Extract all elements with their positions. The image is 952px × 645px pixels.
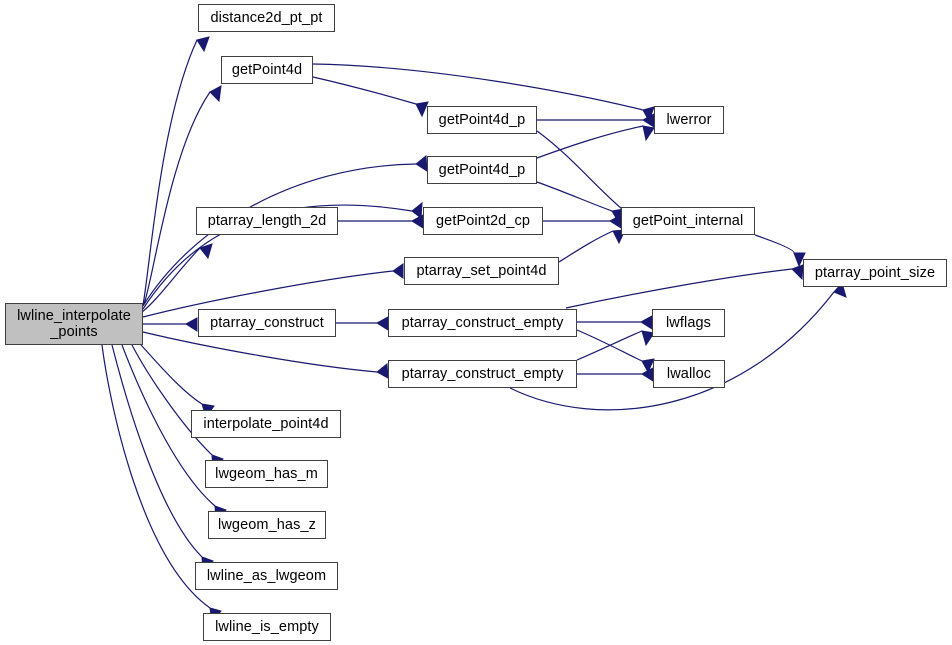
edge-ptarray_set_point4d-to-getPoint_internal: [558, 229, 626, 263]
arrowhead-icon: [791, 264, 804, 281]
arrowhead-icon: [642, 106, 655, 123]
node-label: ptarray_set_point4d: [416, 262, 547, 279]
node-distance2d_pt_pt[interactable]: distance2d_pt_pt: [198, 4, 335, 32]
node-label: getPoint4d_p: [438, 111, 526, 128]
edge-lwline_interpolate_points-to-distance2d_pt_pt: [142, 36, 210, 306]
arrowhead-icon: [415, 155, 428, 172]
edge-getPoint4d_p_1-to-getPoint_internal: [536, 130, 634, 225]
arrowhead-icon: [392, 263, 404, 279]
node-label: ptarray_construct: [210, 314, 324, 331]
edge-lwline_interpolate_points-to-lwline_as_lwgeom: [111, 344, 214, 573]
arrowhead-icon: [376, 316, 389, 331]
edge-getPoint4d_p_2-to-getPoint_internal: [536, 181, 625, 225]
edge-ptarray_construct_empty_2-to-lwalloc: [577, 367, 654, 382]
node-label: lwline_as_lwgeom: [206, 567, 327, 584]
node-label: lwerror: [666, 111, 712, 128]
node-label: lwgeom_has_z: [218, 516, 316, 533]
arrowhead-icon: [415, 101, 429, 118]
node-label: ptarray_construct_empty: [401, 365, 564, 382]
edge-lwline_interpolate_points-to-ptarray_set_point4d: [142, 263, 404, 318]
node-lwflags[interactable]: lwflags: [652, 309, 725, 337]
node-ptarray_construct_empty_1[interactable]: ptarray_construct_empty: [388, 309, 577, 337]
node-lwline_is_empty[interactable]: lwline_is_empty: [203, 613, 331, 641]
node-label: getPoint_internal: [632, 212, 744, 229]
node-getPoint4d_p_1[interactable]: getPoint4d_p: [427, 106, 537, 134]
node-label: lwline_interpolate _points: [17, 307, 131, 340]
arrowhead-icon: [196, 36, 210, 53]
edge-getPoint4d-to-lwerror: [312, 63, 655, 123]
arrowhead-icon: [185, 317, 198, 332]
arrowhead-icon: [641, 358, 655, 374]
edge-getPoint4d_p_2-to-lwerror: [536, 125, 655, 159]
edge-ptarray_construct_empty_1-to-lwflags: [577, 315, 653, 330]
node-getPoint4d_p_2[interactable]: getPoint4d_p: [427, 156, 537, 184]
edge-lwline_interpolate_points-to-ptarray_construct: [143, 317, 198, 332]
edge-getPoint4d-to-getPoint4d_p_1: [312, 76, 429, 118]
node-getPoint2d_cp[interactable]: getPoint2d_cp: [423, 207, 543, 235]
node-getPoint_internal[interactable]: getPoint_internal: [621, 207, 755, 235]
arrowhead-icon: [376, 363, 389, 379]
edge-lwline_interpolate_points-to-interpolate_point4d: [140, 344, 215, 419]
node-ptarray_set_point4d[interactable]: ptarray_set_point4d: [404, 257, 559, 285]
node-getPoint4d[interactable]: getPoint4d: [221, 56, 313, 84]
node-lwgeom_has_m[interactable]: lwgeom_has_m: [205, 460, 328, 488]
arrowhead-icon: [793, 252, 806, 268]
edge-lwline_interpolate_points-to-ptarray_construct_empty_2: [142, 331, 389, 379]
arrowhead-icon: [642, 125, 655, 142]
edge-lwline_interpolate_points-to-getPoint4d: [143, 85, 222, 305]
node-label: distance2d_pt_pt: [210, 9, 323, 26]
node-ptarray_length_2d[interactable]: ptarray_length_2d: [196, 207, 338, 235]
node-label: ptarray_point_size: [814, 264, 936, 281]
node-label: lwline_is_empty: [215, 618, 319, 635]
edge-getPoint2d_cp-to-getPoint_internal: [543, 214, 622, 229]
node-ptarray_point_size[interactable]: ptarray_point_size: [803, 259, 947, 287]
arrowhead-icon: [411, 214, 424, 229]
arrowhead-icon: [411, 201, 423, 219]
edge-ptarray_construct_empty_2-to-lwflags: [576, 330, 655, 361]
edge-ptarray_construct_empty_1-to-ptarray_point_size: [565, 264, 804, 309]
node-label: interpolate_point4d: [203, 415, 329, 432]
node-label: ptarray_length_2d: [207, 212, 327, 229]
node-lwgeom_has_z[interactable]: lwgeom_has_z: [208, 511, 326, 539]
edge-getPoint4d_p_1-to-lwerror: [537, 113, 655, 128]
arrowhead-icon: [641, 330, 655, 347]
node-label: ptarray_construct_empty: [401, 314, 564, 331]
arrowhead-icon: [209, 85, 222, 103]
edge-ptarray_length_2d-to-getPoint2d_cp: [338, 214, 424, 229]
node-label: lwalloc: [666, 365, 712, 382]
node-label: lwflags: [665, 314, 712, 331]
node-lwerror[interactable]: lwerror: [654, 106, 724, 134]
edge-ptarray_construct-to-ptarray_construct_empty_1: [336, 316, 389, 331]
node-lwline_interpolate_points[interactable]: lwline_interpolate _points: [5, 303, 143, 345]
edge-getPoint_internal-to-ptarray_point_size: [754, 234, 806, 268]
node-label: getPoint4d_p: [438, 161, 526, 178]
node-lwalloc[interactable]: lwalloc: [653, 360, 725, 388]
node-ptarray_construct[interactable]: ptarray_construct: [198, 309, 336, 337]
node-label: getPoint2d_cp: [435, 212, 530, 229]
arrowhead-icon: [199, 243, 213, 260]
node-interpolate_point4d[interactable]: interpolate_point4d: [191, 410, 341, 438]
arrowhead-icon: [640, 315, 653, 330]
edge-lwline_interpolate_points-to-ptarray_length_2d: [141, 243, 213, 313]
node-ptarray_construct_empty_2[interactable]: ptarray_construct_empty: [388, 360, 577, 388]
edge-ptarray_construct_empty_1-to-lwalloc: [576, 329, 655, 374]
node-lwline_as_lwgeom[interactable]: lwline_as_lwgeom: [195, 562, 338, 590]
node-label: lwgeom_has_m: [215, 465, 318, 482]
node-label: getPoint4d: [231, 61, 303, 78]
edge-ptarray_construct_empty_2-to-ptarray_point_size: [509, 281, 847, 411]
